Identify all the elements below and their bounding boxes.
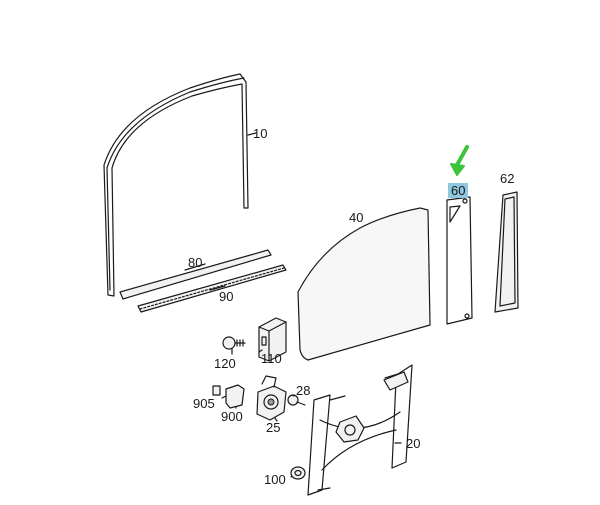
label-part-28: 28 xyxy=(296,383,311,398)
label-part-25: 25 xyxy=(266,420,281,435)
label-part-110: 110 xyxy=(261,351,282,366)
label-part-100: 100 xyxy=(264,472,286,487)
label-part-60-highlighted: 60 xyxy=(448,183,469,198)
label-part-10: 10 xyxy=(253,126,268,141)
label-part-40: 40 xyxy=(349,210,364,225)
label-part-62: 62 xyxy=(500,171,515,186)
green-arrow-icon xyxy=(450,145,469,176)
label-part-90: 90 xyxy=(219,289,234,304)
part-120-screw xyxy=(222,336,246,350)
label-part-905: 905 xyxy=(193,396,215,411)
label-part-900: 900 xyxy=(221,409,243,424)
part-10-window-frame-seal xyxy=(103,73,249,297)
part-62-quarter-glass xyxy=(494,191,519,313)
part-905-clip xyxy=(212,385,221,396)
part-20-window-regulator xyxy=(307,364,413,496)
leader-lines xyxy=(184,132,402,478)
part-80-belt-strip xyxy=(119,249,272,300)
part-900-bracket xyxy=(225,384,245,409)
part-25-regulator-motor xyxy=(256,375,287,421)
label-part-120: 120 xyxy=(214,356,236,371)
part-60-glass-channel xyxy=(446,196,473,325)
part-90-belt-seal xyxy=(137,264,287,313)
label-part-20: 20 xyxy=(406,436,421,451)
part-40-door-glass xyxy=(297,207,431,361)
part-110-control-module xyxy=(258,317,287,362)
part-100-washer xyxy=(290,466,306,480)
label-part-80: 80 xyxy=(188,255,203,270)
